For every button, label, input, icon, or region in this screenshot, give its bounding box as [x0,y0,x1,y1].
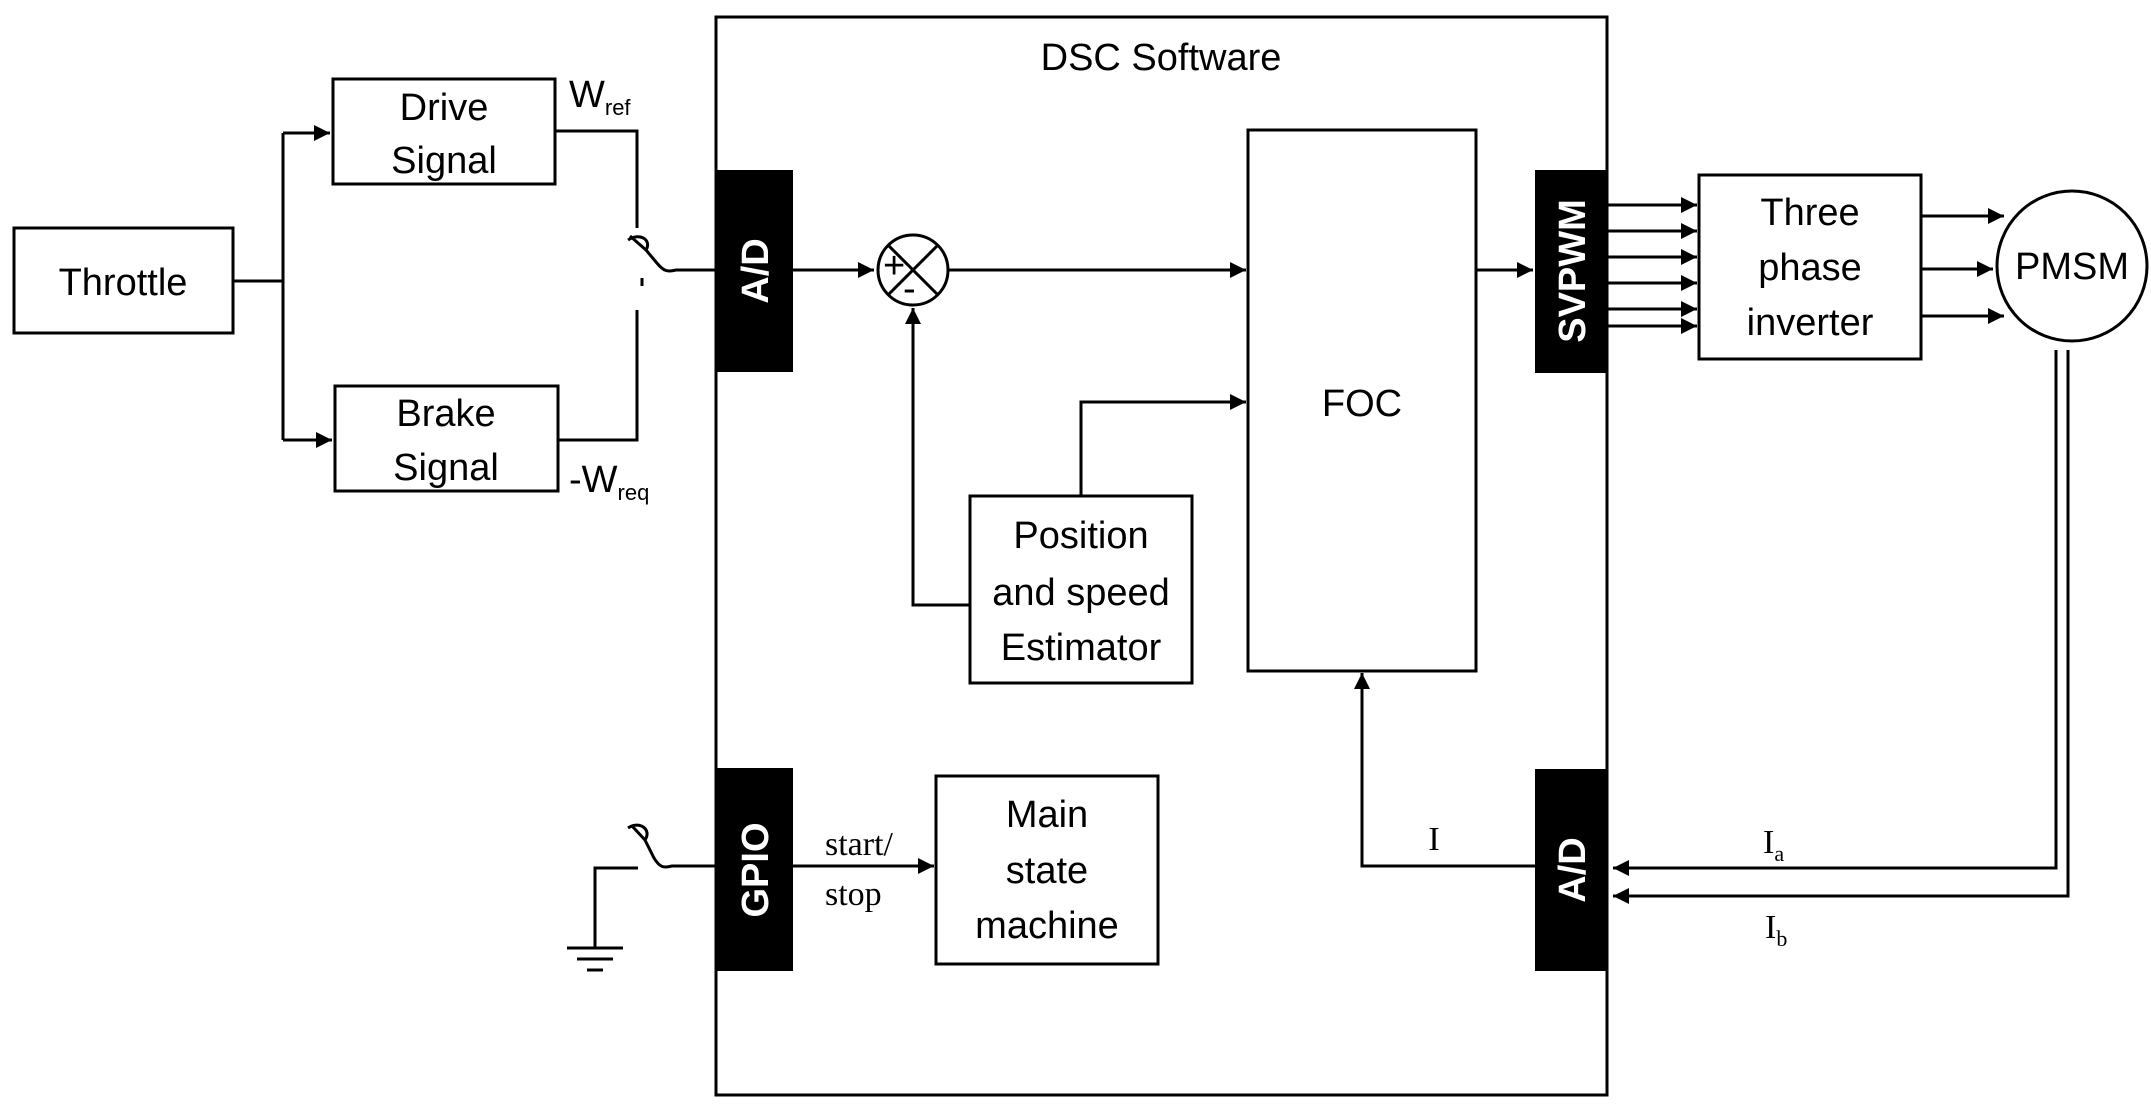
sum-plus-sign: + [883,245,905,287]
ad-feedback-label: A/D [1552,837,1594,902]
inverter-label-2: phase [1758,247,1862,289]
svpwm-label: SVPWM [1552,199,1594,343]
sum-minus-sign: - [903,268,916,310]
throttle-label: Throttle [59,262,188,304]
gpio-block [716,768,793,971]
ad-feedback-block [1535,769,1607,971]
w-req-label: -Wreq [569,459,649,505]
pmsm-label: PMSM [2015,246,2129,288]
svpwm-to-inverter-arrows [1607,197,1697,334]
drive-signal-label-2: Signal [391,140,497,182]
main-state-machine-block [934,774,1160,966]
brake-signal-block [333,384,560,493]
start-stop-switch [593,823,716,948]
inverter-to-pmsm-arrows [1921,208,2004,324]
inverter-label-3: inverter [1747,302,1874,344]
position-speed-estimator-block [968,494,1194,685]
start-stop-label-1: start/ [825,826,894,863]
drive-signal-block [331,77,557,186]
estimator-to-sum-feedback-arrow [905,308,970,607]
selector-switch [627,235,716,273]
ground-icon [567,946,623,972]
start-stop-label-2: stop [825,876,882,913]
ia-label: Ia [1763,824,1784,866]
w-ref-label: Wref [569,74,631,120]
current-i-label: I [1428,821,1439,858]
estimator-to-foc-arrow [1079,394,1246,496]
three-phase-inverter-block [1697,173,1923,361]
foc-label: FOC [1322,383,1402,425]
inverter-label-1: Three [1760,192,1859,234]
state-machine-label-2: state [1006,850,1088,892]
throttle-block [12,226,235,335]
svpwm-block [1535,170,1607,373]
current-to-foc-arrow [1354,673,1535,868]
state-machine-label-3: machine [975,905,1119,947]
foc-block [1246,128,1478,673]
ib-label: Ib [1765,909,1787,951]
ad-input-block [716,170,793,372]
estimator-label-2: and speed [992,572,1170,614]
brake-signal-label-2: Signal [393,447,499,489]
brake-signal-label-1: Brake [396,393,495,435]
gpio-label: GPIO [735,822,777,917]
brake-to-switch-wire [558,310,639,442]
ib-feedback-arrow [1613,350,2070,904]
dsc-software-title: DSC Software [1041,37,1282,79]
estimator-label-1: Position [1013,515,1148,557]
ad-input-label: A/D [735,238,777,303]
drive-to-switch-wire [555,129,639,228]
state-machine-label-1: Main [1006,794,1088,836]
pmsm-motor [1995,189,2149,343]
ia-feedback-arrow [1613,350,2058,876]
drive-signal-label-1: Drive [400,87,489,129]
selector-switch-lever [629,234,647,252]
estimator-label-3: Estimator [1001,627,1162,669]
